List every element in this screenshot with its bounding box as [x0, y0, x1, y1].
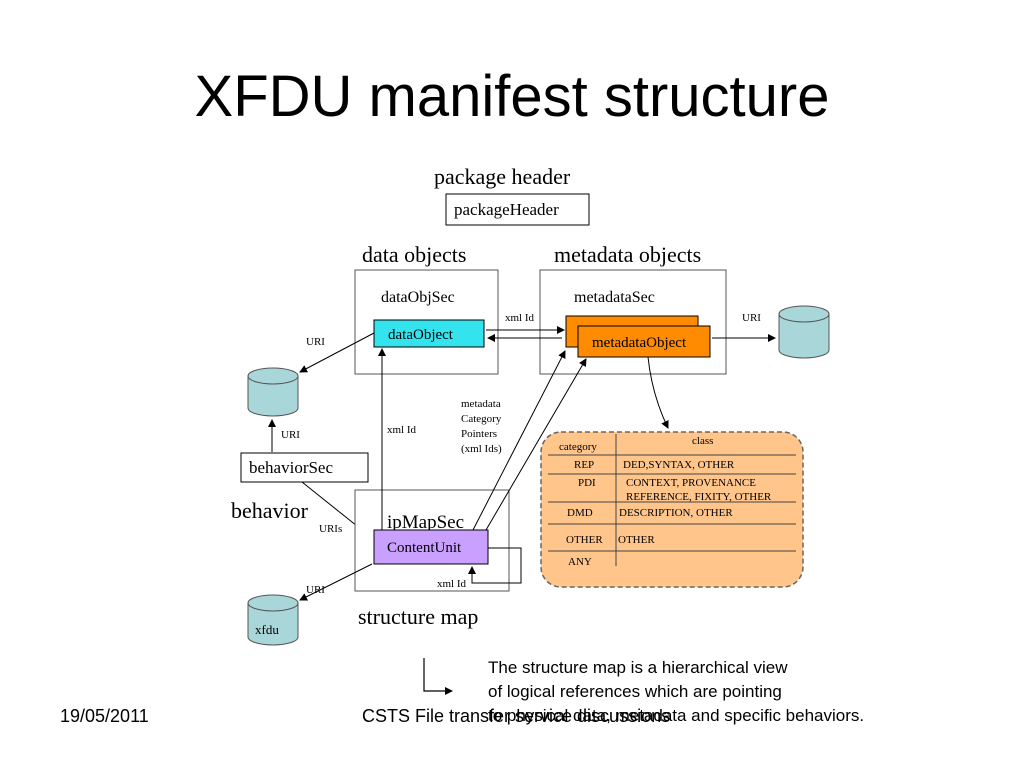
note-line-1: The structure map is a hierarchical view: [488, 658, 788, 677]
metadata-pointers-line3: Pointers: [461, 428, 497, 440]
uri-label-behavior: URI: [281, 429, 300, 441]
metadata-objects-heading: metadata objects: [554, 242, 701, 267]
data-objects-heading: data objects: [362, 242, 466, 267]
class-header: class: [692, 435, 713, 447]
page-title: XFDU manifest structure: [194, 64, 830, 129]
dataobject-uri-arrow: [299, 332, 375, 373]
category-rep: REP: [574, 459, 594, 471]
note-line-3: to physical data, metadata and specific …: [488, 706, 865, 725]
metadata-object-box: [577, 325, 711, 358]
contentunit-to-metadata-arrow-1: [472, 350, 566, 531]
category-any: ANY: [568, 556, 592, 568]
contentunit-self-arrow: [468, 547, 522, 584]
uri-label-data: URI: [306, 336, 325, 348]
structure-map-heading: structure map: [358, 604, 478, 629]
class-pdi-1: CONTEXT, PROVENANCE: [626, 477, 756, 489]
uri-label-right: URI: [742, 312, 761, 324]
uri-label-xfdu: URI: [306, 584, 325, 596]
metadata-pointers-line1: metadata: [461, 398, 501, 410]
metadata-to-category-arrow: [647, 356, 669, 429]
footer-date: 19/05/2011: [60, 706, 149, 726]
metadata-pointers-line4: (xml Ids): [461, 443, 502, 455]
category-other: OTHER: [566, 534, 603, 546]
contentunit-to-metadata-arrow-2: [485, 358, 587, 531]
class-rep: DED,SYNTAX, OTHER: [623, 459, 735, 471]
category-pdi: PDI: [578, 477, 596, 489]
xml-id-label-loop: xml Id: [437, 578, 467, 590]
metadata-sec-label: metadataSec: [574, 289, 655, 306]
package-header-label: packageHeader: [454, 200, 559, 219]
data-object-label: dataObject: [388, 327, 454, 343]
xml-id-label-mid: xml Id: [387, 424, 417, 436]
metadata-pointers-line2: Category: [461, 413, 502, 425]
data-obj-sec-label: dataObjSec: [381, 289, 455, 306]
xml-id-label-top: xml Id: [505, 312, 535, 324]
storage-cylinder-xfdu: [247, 594, 299, 646]
category-dmd: DMD: [567, 507, 593, 519]
structure-map-note: The structure map is a hierarchical view…: [488, 656, 928, 728]
package-header-box: [445, 193, 590, 226]
package-header-heading: package header: [434, 164, 571, 189]
behavior-sec-label: behaviorSec: [249, 458, 333, 477]
class-dmd: DESCRIPTION, OTHER: [619, 507, 733, 519]
data-object-box: [373, 319, 485, 348]
class-pdi-2: REFERENCE, FIXITY, OTHER: [626, 491, 772, 503]
category-header: category: [559, 441, 597, 453]
metadata-object-label: metadataObject: [592, 335, 687, 351]
class-other: OTHER: [618, 534, 655, 546]
uris-label: URIs: [319, 523, 342, 535]
behavior-sec-box: [240, 452, 369, 483]
note-line-2: of logical references which are pointing: [488, 682, 782, 701]
xfdu-label: xfdu: [255, 622, 279, 637]
footer-center: CSTS File transfer service discussions: [362, 706, 671, 726]
note-pointer-arrow: [423, 658, 453, 695]
storage-cylinder-data: [247, 367, 299, 417]
storage-cylinder-right: [778, 305, 830, 359]
content-unit-box: [373, 529, 489, 565]
category-table-box: [540, 431, 804, 588]
behavior-heading: behavior: [231, 498, 309, 523]
content-unit-label: ContentUnit: [387, 540, 462, 556]
contentunit-uri-arrow: [299, 563, 373, 601]
ip-map-sec-label: ipMapSec: [387, 512, 464, 533]
